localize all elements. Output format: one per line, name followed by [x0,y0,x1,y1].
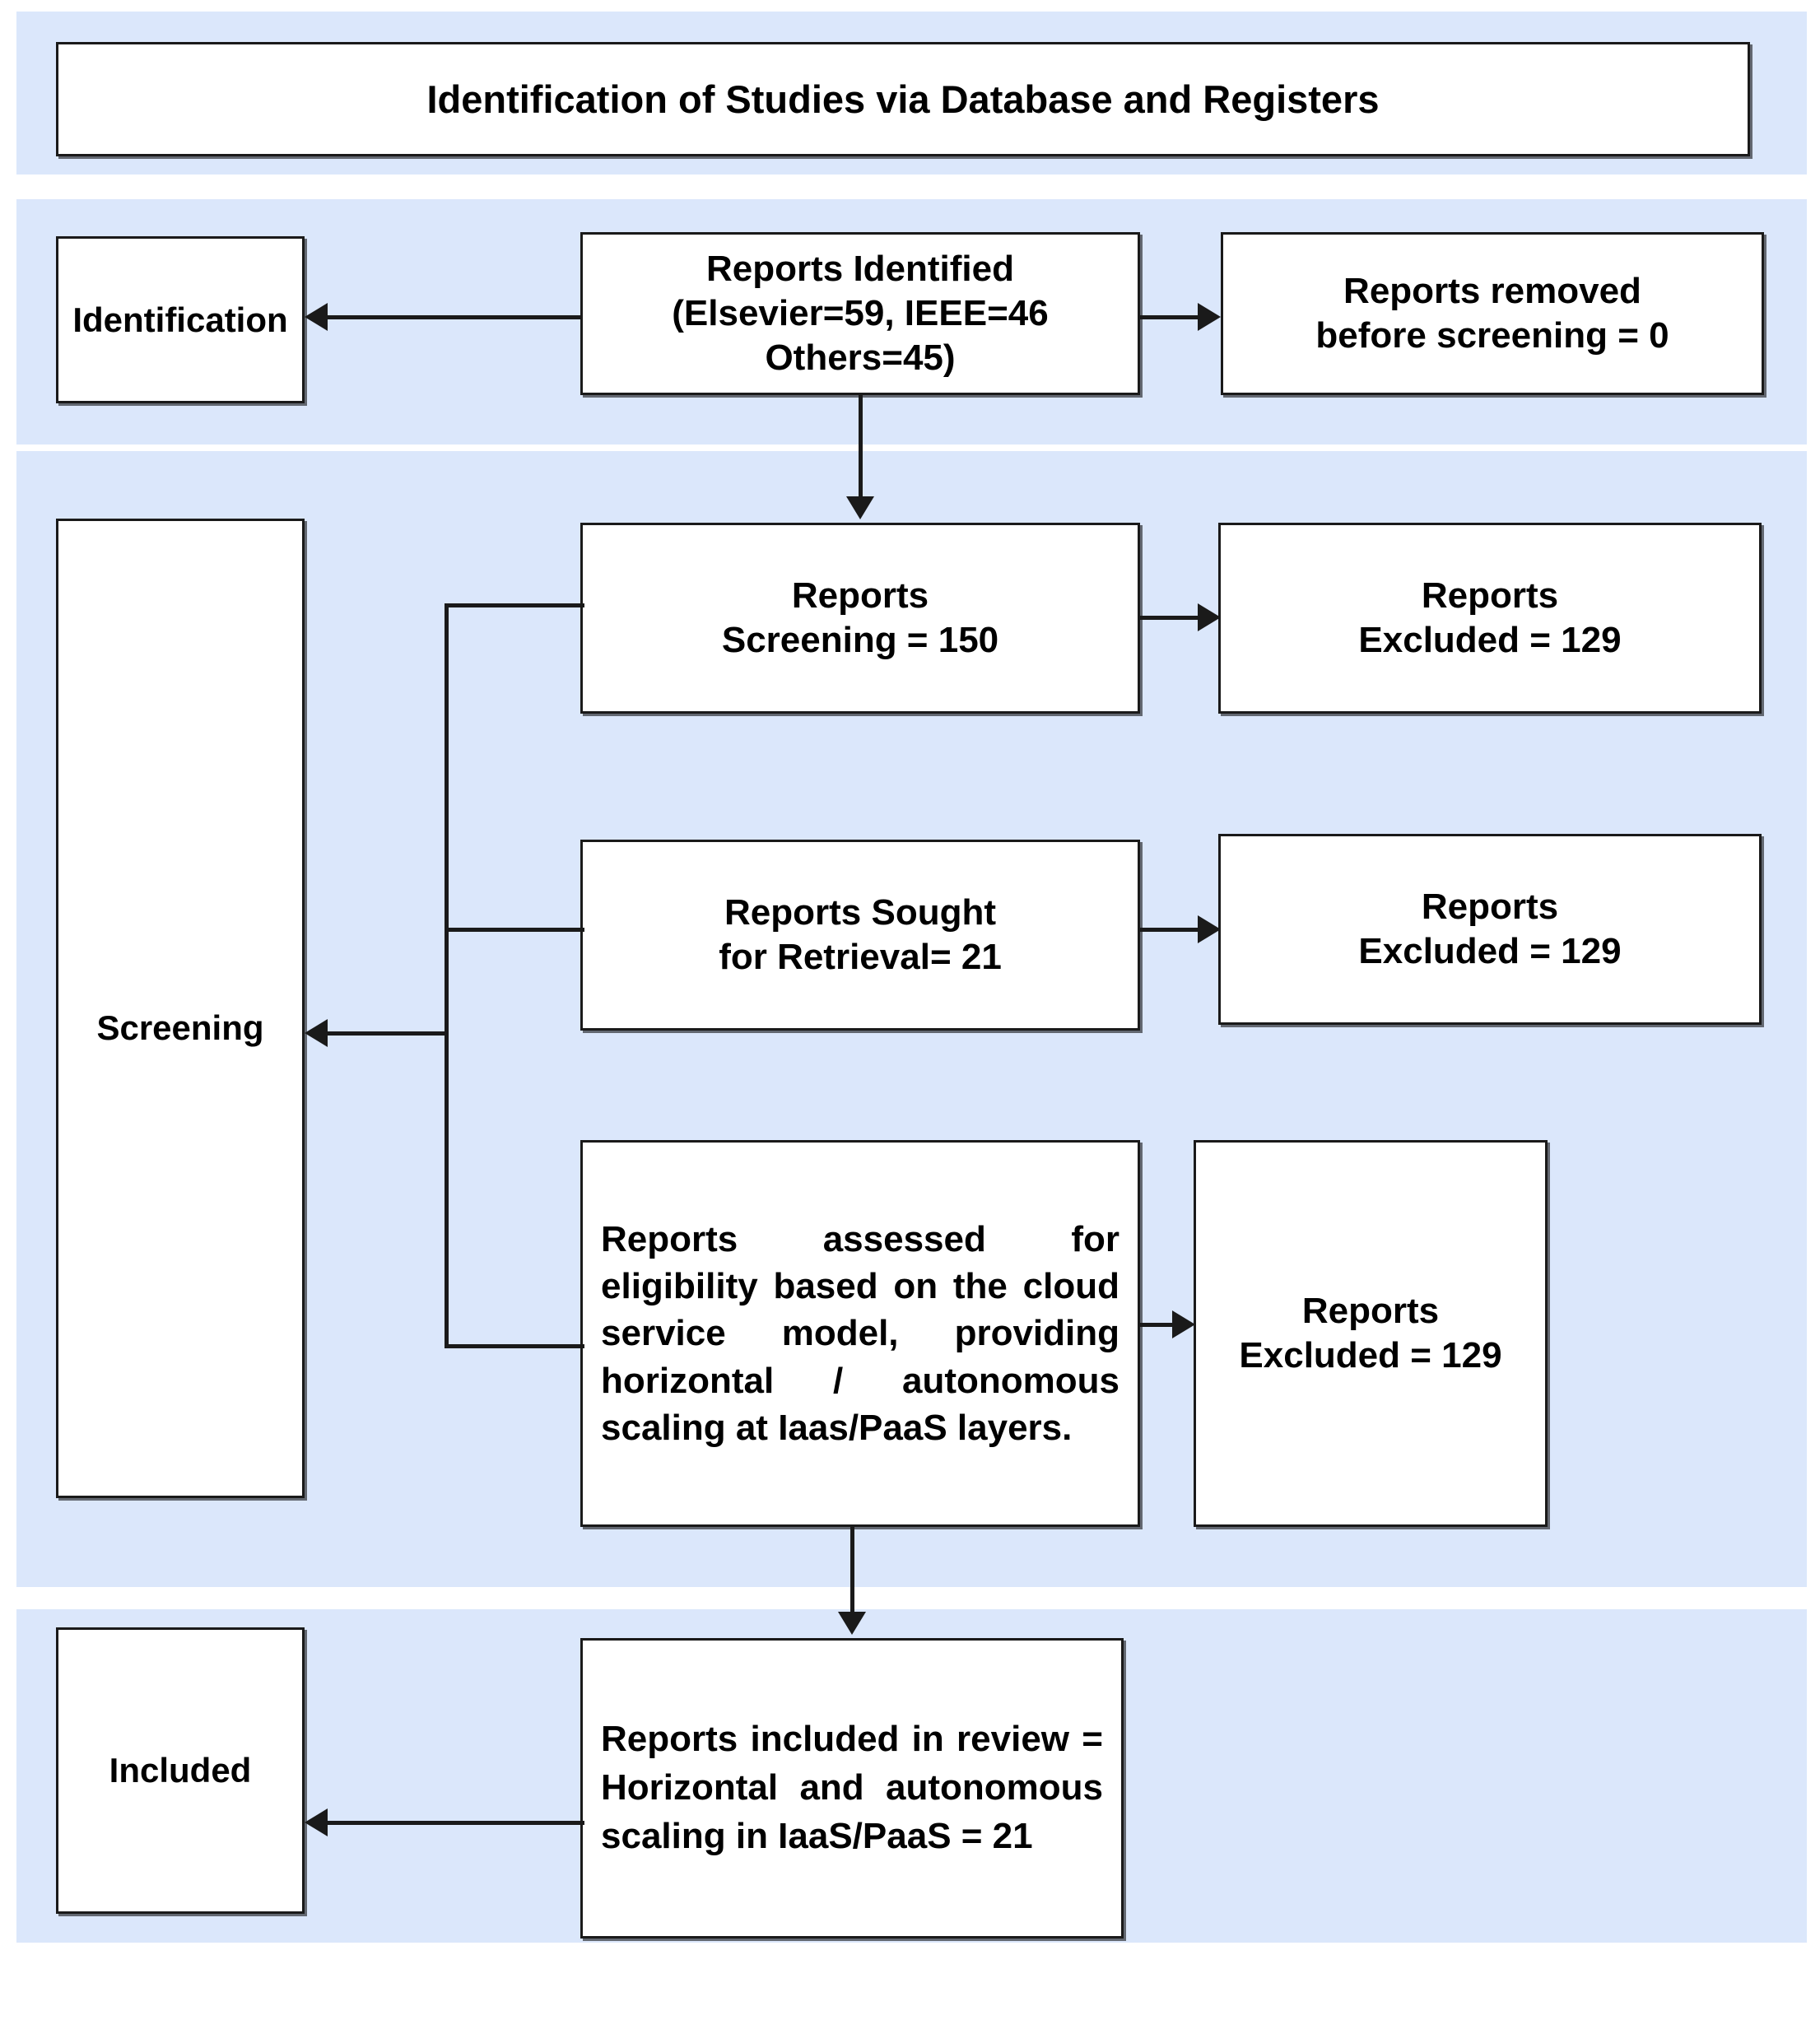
node-reports-identified: Reports Identified (Elsevier=59, IEEE=46… [580,232,1140,395]
connector-sought-to-excluded-2 [1140,928,1198,932]
node-reports-identified-text: Reports Identified (Elsevier=59, IEEE=46… [672,249,1049,378]
node-reports-included: Reports included in review = Horizontal … [580,1638,1124,1939]
arrowhead-screening-label [305,1019,328,1047]
connector-identified-to-label [328,315,583,319]
stage-label-included-text: Included [109,1751,252,1790]
screening-rail-branch-2 [445,928,584,932]
node-reports-excluded-retrieval: Reports Excluded = 129 [1218,834,1762,1025]
arrowhead-included-label [305,1808,328,1836]
screening-rail-spine [445,603,449,1348]
node-reports-screening-text: Reports Screening = 150 [721,575,999,660]
connector-screening-to-excluded-1 [1140,616,1198,620]
connector-identified-to-removed [1140,315,1198,319]
connector-rail-to-screening-label [328,1031,449,1036]
node-reports-sought: Reports Sought for Retrieval= 21 [580,840,1140,1031]
node-reports-removed: Reports removed before screening = 0 [1221,232,1764,395]
node-reports-removed-text: Reports removed before screening = 0 [1315,271,1669,356]
stage-label-screening-text: Screening [96,1008,264,1047]
node-reports-included-text: Reports included in review = Horizontal … [601,1719,1103,1856]
node-reports-screening: Reports Screening = 150 [580,523,1140,714]
node-reports-excluded-screening-text: Reports Excluded = 129 [1358,575,1622,660]
connector-assessed-to-included [850,1527,854,1613]
stage-label-identification: Identification [56,236,305,403]
arrowhead-excluded-2 [1198,915,1221,943]
node-reports-excluded-eligibility: Reports Excluded = 129 [1194,1140,1548,1527]
screening-rail-branch-3 [445,1344,584,1348]
node-reports-excluded-retrieval-text: Reports Excluded = 129 [1358,887,1622,971]
arrowhead-excluded-1 [1198,603,1221,631]
node-reports-sought-text: Reports Sought for Retrieval= 21 [719,892,1002,977]
stage-label-included: Included [56,1627,305,1914]
connector-identified-to-screening [859,395,863,498]
node-reports-assessed-eligibility-text: Reports assessed for eligibility based o… [601,1219,1119,1448]
arrowhead-identification-label [305,303,328,331]
node-reports-excluded-screening: Reports Excluded = 129 [1218,523,1762,714]
diagram-title-box: Identification of Studies via Database a… [56,42,1750,156]
screening-rail-branch-1 [445,603,584,607]
connector-assessed-to-excluded-3 [1140,1323,1173,1327]
node-reports-assessed-eligibility: Reports assessed for eligibility based o… [580,1140,1140,1527]
arrowhead-reports-removed [1198,303,1221,331]
diagram-title-text: Identification of Studies via Database a… [426,77,1380,121]
stage-label-screening: Screening [56,519,305,1498]
arrowhead-excluded-3 [1172,1310,1195,1338]
arrowhead-reports-included [838,1612,866,1635]
node-reports-excluded-eligibility-text: Reports Excluded = 129 [1239,1291,1502,1375]
stage-label-identification-text: Identification [72,300,288,339]
connector-included-to-label [328,1821,584,1825]
arrowhead-reports-screening [846,496,874,519]
